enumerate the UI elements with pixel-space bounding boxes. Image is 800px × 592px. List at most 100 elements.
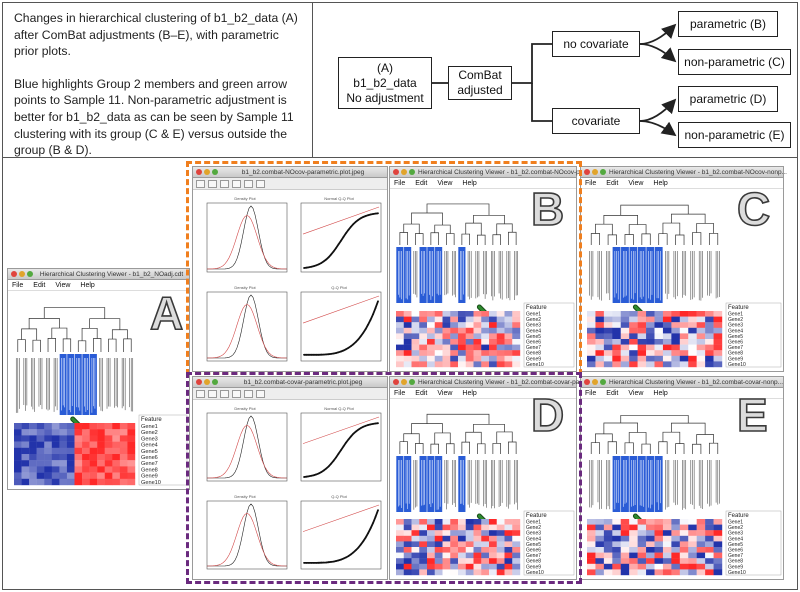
qq-point <box>317 263 320 266</box>
menu-edit[interactable]: Edit <box>606 390 619 397</box>
gene-label: Gene9 <box>728 356 743 362</box>
menu-help[interactable]: Help <box>462 180 477 187</box>
heatmap-cell <box>504 355 513 362</box>
dendrogram-branch <box>492 443 501 454</box>
minimize-icon[interactable] <box>204 169 210 175</box>
heatmap-cell <box>489 535 497 542</box>
close-icon[interactable] <box>584 379 590 385</box>
menu-edit[interactable]: Edit <box>415 180 428 187</box>
window-c-titlebar[interactable]: Hierarchical Clustering Viewer - b1_b2.c… <box>581 167 787 178</box>
heatmap-cell <box>671 344 681 351</box>
heatmap-cell <box>82 441 90 448</box>
menu-view[interactable]: View <box>437 390 453 397</box>
heatmap-cell <box>450 327 459 334</box>
window-e-titlebar[interactable]: Hierarchical Clustering Viewer - b1_b2.c… <box>581 377 783 388</box>
zoom-in-icon[interactable] <box>208 390 217 398</box>
heatmap-cell <box>496 355 505 362</box>
heatmap-cell <box>587 524 596 531</box>
heatmap-cell <box>612 558 621 564</box>
heatmap-cell <box>637 344 647 351</box>
heatmap-cell <box>496 339 505 345</box>
minimize-icon[interactable] <box>401 169 407 175</box>
heatmap-cell <box>713 552 723 559</box>
qq-point <box>305 475 308 478</box>
close-icon[interactable] <box>584 169 590 175</box>
heatmap-cell <box>679 569 689 576</box>
close-icon[interactable] <box>196 169 202 175</box>
clustering-window-c[interactable]: Hierarchical Clustering Viewer - b1_b2.c… <box>580 166 787 372</box>
heatmap-cell <box>450 552 459 559</box>
window-d-titlebar[interactable]: Hierarchical Clustering Viewer - b1_b2.c… <box>390 377 587 388</box>
gene-label: Gene5 <box>728 542 743 548</box>
heatmap-cell <box>587 322 596 328</box>
menu-edit[interactable]: Edit <box>415 390 428 397</box>
heatmap-cell <box>713 350 723 356</box>
menu-view[interactable]: View <box>55 282 71 289</box>
toolbar-button[interactable] <box>256 390 265 398</box>
heatmap-cell <box>82 466 90 473</box>
zoom-out-icon[interactable] <box>220 390 229 398</box>
plot-window-nocov-titlebar[interactable]: b1_b2.combat-NOcov-parametric.plot.jpeg <box>193 167 387 178</box>
prior-plot-window-covar[interactable]: b1_b2.combat-covar-parametric.plot.jpeg … <box>192 376 388 580</box>
close-icon[interactable] <box>393 379 399 385</box>
heatmap-cell <box>620 355 630 362</box>
heatmap-cell <box>104 454 113 461</box>
menu-file[interactable]: File <box>12 282 24 289</box>
menu-help[interactable]: Help <box>462 390 477 397</box>
toolbar-button[interactable] <box>232 180 241 188</box>
clustering-window-d[interactable]: Hierarchical Clustering Viewer - b1_b2.c… <box>389 376 587 580</box>
minimize-icon[interactable] <box>592 169 598 175</box>
minimize-icon[interactable] <box>592 379 598 385</box>
zoom-icon[interactable] <box>409 379 415 385</box>
heatmap-cell <box>403 333 412 340</box>
toolbar-button[interactable] <box>232 390 241 398</box>
heatmap-cell <box>705 558 714 564</box>
menu-edit[interactable]: Edit <box>606 180 619 187</box>
clustering-window-b[interactable]: Hierarchical Clustering Viewer - b1_b2.c… <box>389 166 591 372</box>
toolbar-button[interactable] <box>244 390 253 398</box>
close-icon[interactable] <box>11 271 17 277</box>
toolbar-button[interactable] <box>256 180 265 188</box>
zoom-in-icon[interactable] <box>208 180 217 188</box>
zoom-icon[interactable] <box>212 169 218 175</box>
close-icon[interactable] <box>196 379 202 385</box>
window-a-titlebar[interactable]: Hierarchical Clustering Viewer - b1_b2_N… <box>8 269 189 280</box>
menu-view[interactable]: View <box>437 180 453 187</box>
zoom-icon[interactable] <box>600 379 606 385</box>
toolbar-button[interactable] <box>244 180 253 188</box>
menu-help[interactable]: Help <box>653 180 668 187</box>
close-icon[interactable] <box>393 169 399 175</box>
window-b-titlebar[interactable]: Hierarchical Clustering Viewer - b1_b2.c… <box>390 167 591 178</box>
zoom-out-icon[interactable] <box>220 180 229 188</box>
menu-file[interactable]: File <box>585 180 597 187</box>
heatmap-cell <box>489 552 497 559</box>
menu-view[interactable]: View <box>628 180 644 187</box>
menu-edit[interactable]: Edit <box>33 282 46 289</box>
menu-file[interactable]: File <box>585 390 597 397</box>
menu-view[interactable]: View <box>628 390 644 397</box>
heatmap-cell <box>51 435 60 442</box>
zoom-icon[interactable] <box>409 169 415 175</box>
clustering-window-a[interactable]: Hierarchical Clustering Viewer - b1_b2_N… <box>7 268 190 490</box>
heatmap-cell <box>713 355 723 362</box>
menu-file[interactable]: File <box>394 390 406 397</box>
heatmap-cell <box>411 547 420 553</box>
prior-plot-window-nocov[interactable]: b1_b2.combat-NOcov-parametric.plot.jpeg … <box>192 166 388 372</box>
clustering-window-e[interactable]: Hierarchical Clustering Viewer - b1_b2.c… <box>580 376 784 580</box>
heatmap-cell <box>473 311 482 317</box>
menu-help[interactable]: Help <box>653 390 668 397</box>
heatmap-cell <box>705 547 714 553</box>
minimize-icon[interactable] <box>19 271 25 277</box>
minimize-icon[interactable] <box>401 379 407 385</box>
menu-help[interactable]: Help <box>80 282 95 289</box>
toolbar-button[interactable] <box>196 390 205 398</box>
zoom-icon[interactable] <box>212 379 218 385</box>
heatmap-cell <box>637 563 647 570</box>
toolbar-button[interactable] <box>196 180 205 188</box>
minimize-icon[interactable] <box>204 379 210 385</box>
menu-file[interactable]: File <box>394 180 406 187</box>
plot-window-covar-titlebar[interactable]: b1_b2.combat-covar-parametric.plot.jpeg <box>193 377 387 388</box>
heatmap-cell <box>504 322 513 328</box>
zoom-icon[interactable] <box>600 169 606 175</box>
zoom-icon[interactable] <box>27 271 33 277</box>
